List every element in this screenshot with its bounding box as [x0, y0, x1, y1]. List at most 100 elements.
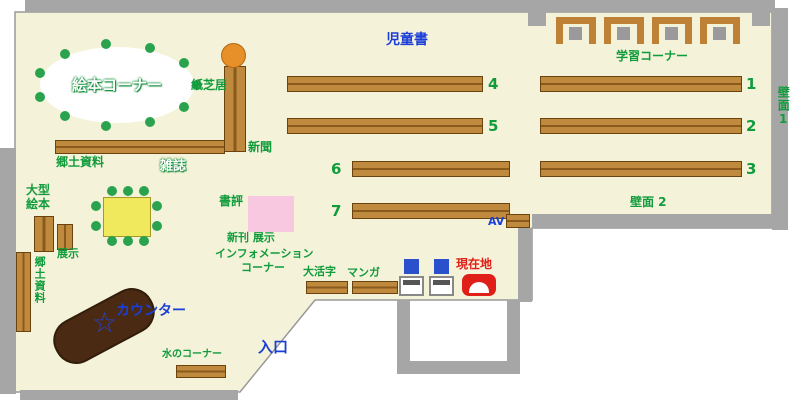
opac-chair	[404, 259, 419, 274]
new-arrivals-display	[248, 196, 294, 232]
opac-terminal	[429, 276, 454, 296]
seat-dot	[145, 42, 156, 53]
seat-dot	[91, 221, 101, 231]
picture-book-corner-label: 絵本コーナー	[71, 75, 162, 94]
shelf-row-5	[287, 118, 483, 134]
opac-chair	[434, 259, 449, 274]
counter-label: カウンター	[116, 303, 186, 319]
opac-terminal	[399, 276, 424, 296]
exhibit-shelf	[57, 224, 73, 250]
shelf-row-3	[540, 161, 742, 177]
seat-dot	[91, 201, 101, 211]
shelf-number-1: 1	[746, 75, 757, 93]
wall-left	[0, 148, 16, 394]
shelf-row-1	[540, 76, 742, 92]
shelf-number-3: 3	[746, 160, 757, 178]
seat-dot	[179, 102, 190, 113]
newspaper-label: 新聞	[248, 140, 273, 154]
shelf-number-5: 5	[488, 117, 499, 135]
terminal-screen	[433, 280, 450, 285]
wall-2-label: 壁面 2	[630, 195, 667, 209]
seat-dot	[152, 201, 162, 211]
seat-dot	[123, 236, 133, 246]
shelf-number-7: 7	[331, 202, 342, 220]
current-location-label: 現在地	[456, 257, 493, 271]
vestibule-wall-right	[507, 300, 520, 374]
desk-chair	[569, 27, 582, 40]
new-arrivals-label: 新刊 展示	[227, 231, 275, 244]
information-label-1: インフォメーション	[215, 247, 314, 260]
seat-dot	[139, 186, 149, 196]
shelf-number-4: 4	[488, 75, 499, 93]
desk-chair	[665, 27, 678, 40]
seat-dot	[145, 117, 156, 128]
manga-label: マンガ	[347, 266, 380, 279]
vestibule-wall-bottom	[397, 361, 520, 374]
shelf-number-6: 6	[331, 160, 342, 178]
children-books-label: 児童書	[386, 32, 428, 48]
shelf-row-2	[540, 118, 742, 134]
shelf-row-7	[352, 203, 510, 219]
shelf-row-4	[287, 76, 483, 92]
local-materials-label: 郷土資料	[56, 155, 105, 169]
wall-right	[772, 8, 788, 230]
large-print-shelf	[306, 281, 348, 294]
current-location-marker	[462, 274, 496, 296]
shelf-number-2: 2	[746, 117, 757, 135]
water-corner-label: 水のコーナー	[162, 349, 222, 360]
shelf-row-6	[352, 161, 510, 177]
large-picture-books-shelf	[34, 216, 54, 252]
kamishibai-shelf	[224, 66, 246, 152]
reading-table	[103, 197, 151, 237]
kamishibai-label: 紙芝居	[191, 78, 228, 92]
seat-dot	[35, 91, 46, 102]
pillar-right	[752, 12, 770, 26]
wall-hall-bottom	[532, 214, 788, 228]
seat-dot	[192, 80, 202, 90]
study-desk	[604, 17, 644, 44]
local-materials-side-label: 郷土資料	[33, 256, 47, 304]
seat-dot	[179, 57, 190, 68]
seat-dot	[59, 110, 70, 121]
marker-arc	[469, 282, 489, 293]
seat-dot	[152, 221, 162, 231]
seat-dot	[123, 186, 133, 196]
wall-top	[25, 0, 775, 12]
study-desk	[652, 17, 692, 44]
seat-dot	[59, 49, 70, 59]
av-shelf	[506, 214, 530, 228]
picture-book-corner-area: 絵本コーナー	[40, 47, 194, 123]
left-wall-shelf	[16, 252, 31, 332]
av-label: AV	[488, 215, 505, 228]
seat-dot	[139, 236, 149, 246]
large-print-label: 大活字	[303, 265, 336, 278]
terminal-screen	[403, 280, 420, 285]
seat-dot	[100, 39, 111, 50]
large-picture-books-label-1: 大型	[26, 183, 51, 197]
seat-dot	[107, 186, 117, 196]
entrance-label: 入口	[258, 338, 289, 356]
manga-shelf	[352, 281, 398, 294]
study-corner-label: 学習コーナー	[616, 49, 689, 63]
vestibule-wall-left	[397, 300, 410, 374]
large-picture-books-label-2: 絵本	[26, 197, 51, 211]
seat-dot	[107, 236, 117, 246]
study-desk	[556, 17, 596, 44]
wall-bottom	[20, 390, 238, 400]
pillar-center	[528, 12, 546, 26]
current-location-star-icon: ☆	[92, 306, 118, 339]
book-review-label: 書評	[219, 194, 244, 208]
study-desk	[700, 17, 740, 44]
desk-chair	[713, 27, 726, 40]
seat-dot	[35, 68, 46, 79]
wall-1-label: 壁面1	[776, 86, 791, 127]
desk-chair	[617, 27, 630, 40]
exhibit-label: 展示	[57, 247, 79, 260]
seat-dot	[100, 120, 111, 131]
information-label-2: コーナー	[241, 261, 285, 274]
kamishibai-stool	[221, 43, 246, 68]
water-corner-shelf	[176, 365, 226, 378]
local-materials-shelf	[55, 140, 225, 154]
magazines-label: 雑誌	[160, 159, 187, 174]
